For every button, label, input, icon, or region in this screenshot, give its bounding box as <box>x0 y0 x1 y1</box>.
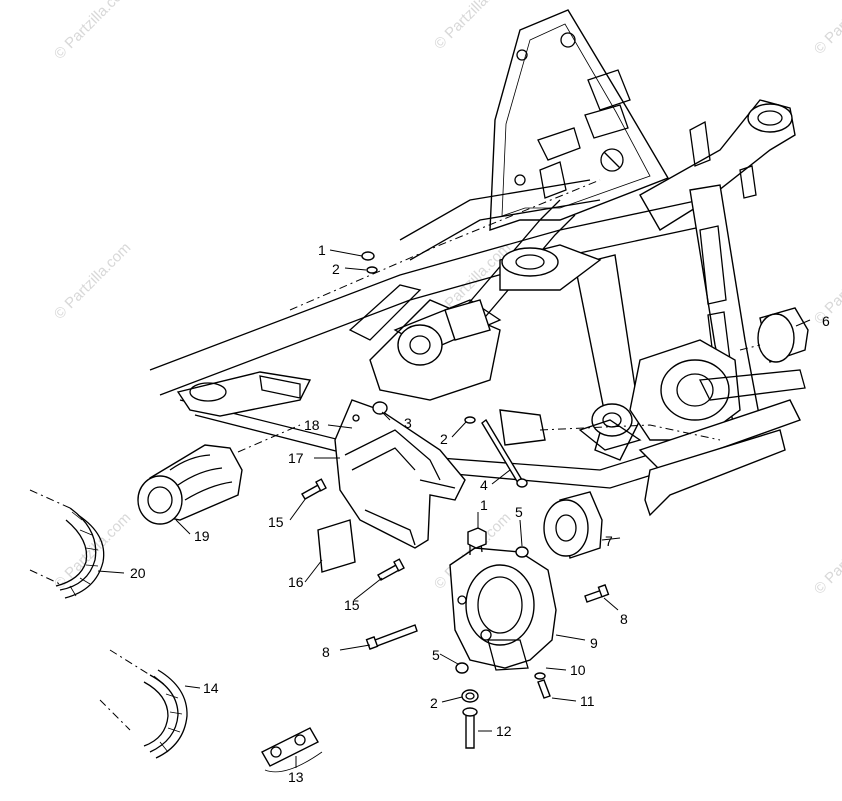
part-16-decal <box>317 519 356 573</box>
callout-18: 18 <box>304 417 320 433</box>
callout-19: 19 <box>194 528 210 544</box>
part-7-roller <box>543 491 603 559</box>
callout-13: 13 <box>288 769 304 785</box>
part-5-washer-lower <box>455 662 469 674</box>
part-19-spring-idler <box>137 424 301 525</box>
part-1-nut-upper <box>361 251 375 261</box>
watermark-text: © Partzilla.com <box>51 0 134 63</box>
callout-11: 11 <box>580 693 595 709</box>
callout-3: 3 <box>404 415 412 431</box>
callout-8-left: 8 <box>322 644 330 660</box>
part-15-screw-upper <box>301 478 327 500</box>
part-2-washer-mid <box>464 416 476 424</box>
callout-2-upper: 2 <box>332 261 340 277</box>
watermark-text: © Partzilla.com <box>51 509 134 592</box>
watermark-text: © Partzilla.com <box>431 0 514 53</box>
callout-6: 6 <box>822 313 830 329</box>
callout-5-upper: 5 <box>515 504 523 520</box>
callout-2-mid: 2 <box>440 431 448 447</box>
part-3-bushing <box>372 401 388 415</box>
callout-15-upper: 15 <box>268 514 284 530</box>
callout-9: 9 <box>590 635 598 651</box>
callout-5-lower: 5 <box>432 647 440 663</box>
callout-15-lower: 15 <box>344 597 360 613</box>
part-8-bolt-right <box>584 584 610 603</box>
callout-10: 10 <box>570 662 586 678</box>
part-2-washer-upper <box>366 266 378 274</box>
part-5-washer-upper <box>515 546 529 558</box>
callout-8-right: 8 <box>620 611 628 627</box>
part-14-chain <box>99 649 188 759</box>
watermark-text: © Partzilla.com <box>811 0 842 58</box>
callout-1-upper: 1 <box>318 242 326 258</box>
callout-17: 17 <box>288 450 304 466</box>
part-17-chain-guard <box>334 399 466 549</box>
part-20-chain <box>29 489 105 599</box>
part-12-bolt <box>462 707 478 749</box>
callout-4: 4 <box>480 477 488 493</box>
leader-lines <box>97 249 811 768</box>
frame-assembly <box>149 9 806 517</box>
callout-7: 7 <box>605 533 613 549</box>
callout-labels: 1 2 3 2 4 1 5 6 7 8 9 8 5 10 2 11 12 13 … <box>130 242 830 785</box>
part-13-connecting-link <box>261 727 323 773</box>
part-2-washer-lower <box>461 689 479 703</box>
part-15-screw-lower <box>377 558 405 581</box>
callout-14: 14 <box>203 680 219 696</box>
watermark-text: © Partzilla.com <box>811 514 842 597</box>
part-11-screw <box>537 679 551 699</box>
part-9-housing <box>449 534 557 671</box>
callout-16: 16 <box>288 574 304 590</box>
callout-1-lower: 1 <box>480 497 488 513</box>
callout-20: 20 <box>130 565 146 581</box>
part-10-washer <box>534 672 546 680</box>
part-1-nut-lower <box>467 527 487 549</box>
callout-12: 12 <box>496 723 512 739</box>
part-6-roller <box>739 307 809 363</box>
part-8-bolt-left <box>365 624 418 650</box>
callout-2-lower: 2 <box>430 695 438 711</box>
part-4-bolt <box>481 418 528 488</box>
watermark-text: © Partzilla.com <box>51 239 134 322</box>
